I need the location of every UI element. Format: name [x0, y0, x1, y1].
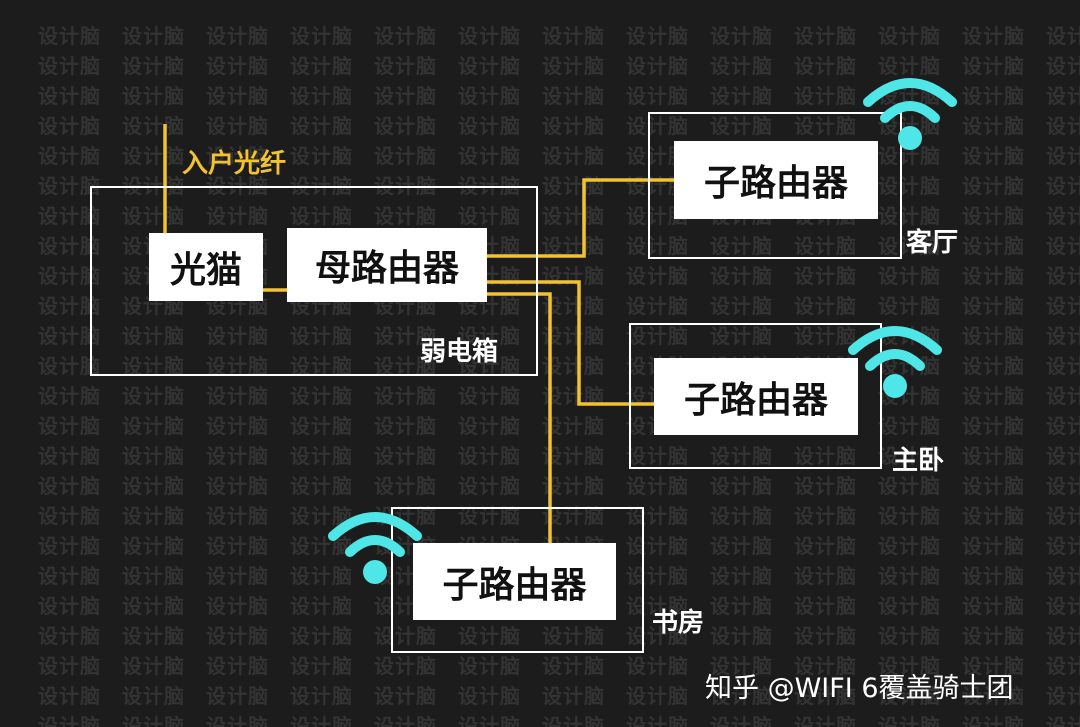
master-bedroom-router-label: 子路由器: [683, 379, 828, 421]
cabinet-label: 弱电箱: [420, 337, 499, 367]
wire-to-study: [478, 292, 552, 548]
master-bedroom-router-box: 子路由器: [654, 358, 858, 435]
main-router-label: 母路由器: [314, 248, 459, 289]
living-room-router-box: 子路由器: [674, 141, 878, 219]
living-room-frame: [648, 112, 902, 259]
study-frame: [391, 507, 644, 653]
study-label: 书房: [652, 608, 705, 638]
main-router-box: 母路由器: [287, 228, 487, 302]
source-credit: 知乎 @WIFI 6覆盖骑士团: [705, 673, 1014, 704]
living-room-router-label: 子路由器: [703, 163, 848, 204]
fiber-label: 入户光纤: [182, 149, 287, 179]
wire-to-master-bedroom: [478, 280, 654, 406]
master-bedroom-label: 主卧: [892, 446, 945, 476]
optical-modem-label: 光猫: [169, 250, 242, 291]
study-router-label: 子路由器: [442, 564, 587, 606]
wifi-icon-study: [328, 512, 422, 584]
wire-to-living-room: [478, 178, 674, 258]
master-bedroom-frame: [629, 323, 882, 469]
wifi-icon-master-bedroom: [848, 326, 942, 398]
living-room-label: 客厅: [906, 228, 959, 258]
weak-current-cabinet-frame: [90, 186, 538, 376]
study-router-box: 子路由器: [413, 543, 616, 620]
wifi-icon-living-room: [863, 78, 957, 150]
optical-modem-box: 光猫: [149, 233, 263, 301]
